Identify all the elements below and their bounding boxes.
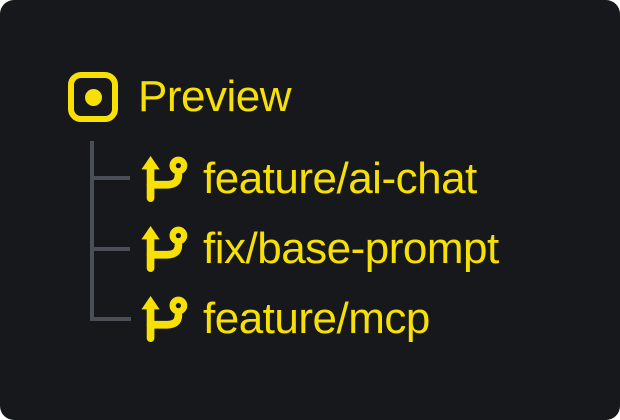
preview-dot <box>84 88 102 106</box>
git-branch-icon <box>141 155 188 203</box>
tree-connector-tick-3 <box>90 317 131 321</box>
tree-connector-tick-1 <box>90 176 130 180</box>
tree-connector-vertical <box>90 141 94 321</box>
tree-item-branch-3[interactable]: feature/mcp <box>140 295 430 343</box>
tree-root-preview[interactable]: Preview <box>68 72 292 122</box>
tree-connector-tick-2 <box>90 247 130 251</box>
tree-item-branch-2[interactable]: fix/base-prompt <box>140 225 499 273</box>
preview-dot-square-icon <box>68 72 118 122</box>
tree-item-branch-1[interactable]: feature/ai-chat <box>140 155 477 203</box>
branch-name: fix/base-prompt <box>203 224 499 273</box>
git-branch-icon <box>141 295 188 343</box>
branch-name: feature/mcp <box>203 294 430 343</box>
branch-name: feature/ai-chat <box>203 154 477 203</box>
preview-label: Preview <box>138 72 292 121</box>
git-branch-icon <box>141 225 188 273</box>
